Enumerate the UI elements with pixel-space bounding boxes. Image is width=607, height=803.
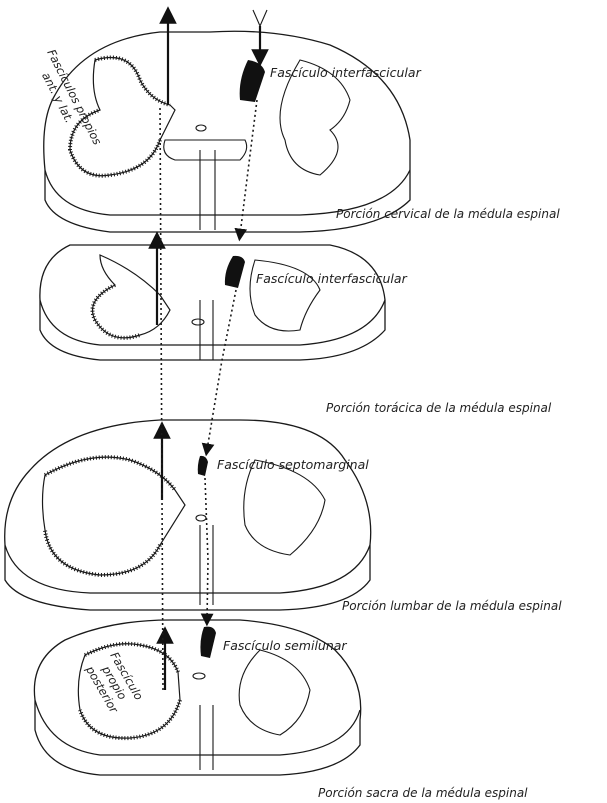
sacral-tract-label: Fascículo semilunar — [223, 638, 347, 653]
lumbar-tract-label: Fascículo septomarginal — [217, 457, 369, 472]
thoracic-section — [40, 245, 385, 360]
cervical-tract-label: Fascículo interfascicular — [270, 65, 422, 80]
lumbar-section — [5, 420, 371, 610]
thoracic-tract-label: Fascículo interfascicular — [256, 271, 408, 286]
sacral-caption: Porción sacra de la médula espinal — [318, 786, 528, 800]
cervical-caption: Porción cervical de la médula espinal — [336, 207, 560, 221]
thoracic-caption: Porción torácica de la médula espinal — [326, 401, 552, 415]
lumbar-caption: Porción lumbar de la médula espinal — [342, 599, 562, 613]
